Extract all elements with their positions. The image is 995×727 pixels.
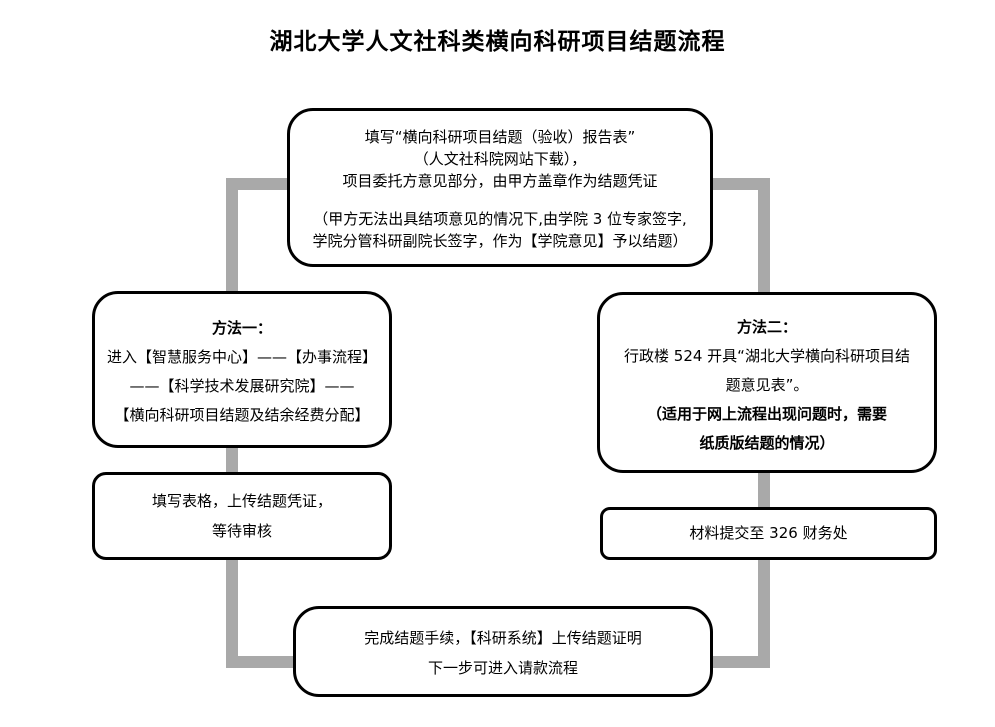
method-two-box: 方法二： 行政楼 524 开具“湖北大学横向科研项目结 题意见表”。 （适用于网… [597,292,937,473]
method-one-line-3: 【横向科研项目结题及结余经费分配】 [114,406,370,424]
report-form-line-2: （人文社科院网站下载）， [413,150,587,168]
fill-form-line-2: 等待审核 [211,522,272,540]
connector-left-lower-vertical [226,559,238,668]
method-two-note-line-1: （适用于网上流程出现问题时，需要 [646,405,887,423]
connector-top-left-horizontal [226,178,288,190]
connector-left-upper-vertical [226,178,238,292]
report-form-line-3: 项目委托方意见部分，由甲方盖章作为结题凭证 [342,172,658,190]
connector-left-middle-vertical [226,447,238,473]
report-form-note-line-1: （甲方无法出具结项意见的情况下,由学院 3 位专家签字, [313,210,687,228]
method-two-line-2: 题意见表”。 [725,376,809,394]
report-form-line-1: 填写“横向科研项目结题（验收）报告表” [364,128,636,146]
fill-form-box: 填写表格，上传结题凭证， 等待审核 [92,472,392,560]
connector-top-right-horizontal [712,178,770,190]
connector-bottom-left-horizontal [226,656,294,668]
connector-right-middle-vertical [758,472,770,508]
method-one-heading: 方法一： [211,319,272,337]
submit-materials-box: 材料提交至 326 财务处 [600,507,937,560]
report-form-box: 填写“横向科研项目结题（验收）报告表” （人文社科院网站下载）， 项目委托方意见… [287,108,713,267]
connector-right-lower-vertical [758,559,770,668]
connector-right-upper-vertical [758,178,770,293]
report-form-note-line-2: 学院分管科研副院长签字，作为【学院意见】予以结题） [312,232,688,250]
method-one-line-1: 进入【智慧服务中心】——【办事流程】 [106,348,377,366]
method-one-line-2: ——【科学技术发展研究院】—— [129,377,355,395]
submit-materials-line: 材料提交至 326 财务处 [689,524,848,542]
completion-line-1: 完成结题手续，【科研系统】上传结题证明 [364,629,642,647]
method-two-line-1: 行政楼 524 开具“湖北大学横向科研项目结 [624,347,910,365]
connector-bottom-right-horizontal [712,656,770,668]
method-two-note-line-2: 纸质版结题的情况） [699,434,835,452]
fill-form-line-1: 填写表格，上传结题凭证， [151,492,332,510]
method-one-box: 方法一： 进入【智慧服务中心】——【办事流程】 ——【科学技术发展研究院】—— … [92,291,392,448]
completion-line-2: 下一步可进入请款流程 [427,659,578,677]
completion-box: 完成结题手续，【科研系统】上传结题证明 下一步可进入请款流程 [293,606,713,697]
spacer [290,192,710,208]
page-title: 湖北大学人文社科类横向科研项目结题流程 [269,29,726,55]
method-two-heading: 方法二： [736,318,797,336]
